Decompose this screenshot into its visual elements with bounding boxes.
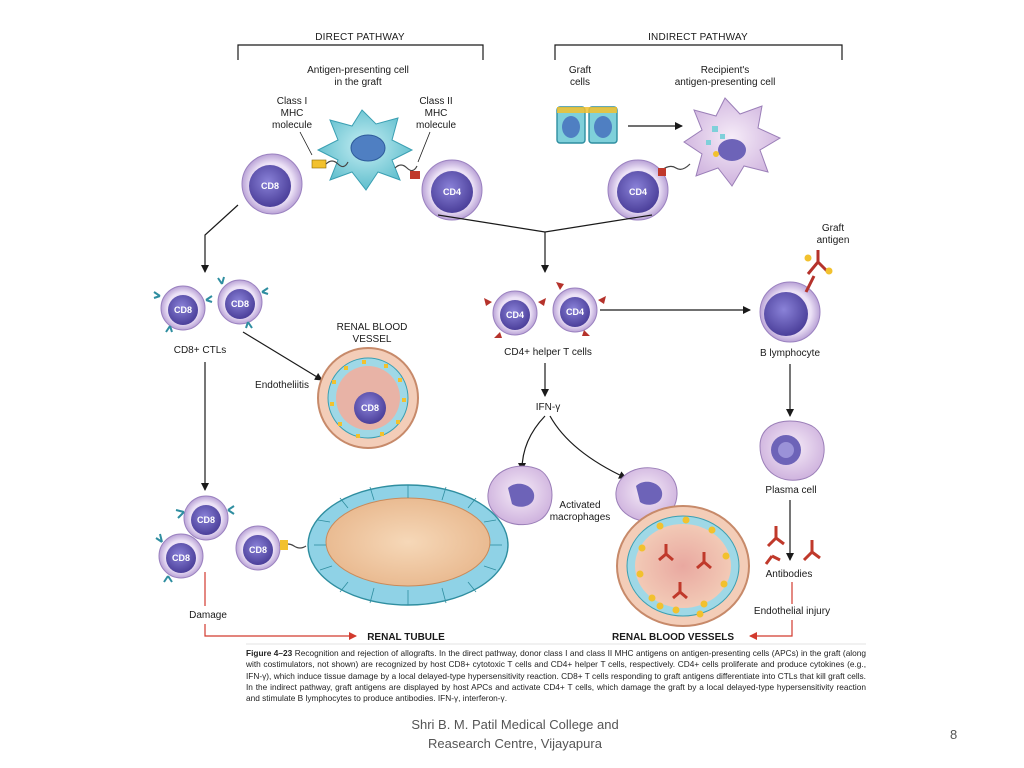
renal-blood-vessel-endotheliitis: CD8	[317, 347, 419, 449]
activated-label-1: Activated	[559, 500, 600, 511]
svg-text:CD8: CD8	[197, 515, 215, 525]
arrow-ifn-to-macrophage-2	[549, 415, 627, 479]
class2-mhc-molecule	[394, 164, 420, 179]
direct-pathway-header: DIRECT PATHWAY	[237, 32, 484, 60]
class1-label-3: molecule	[272, 120, 312, 131]
graft-cells-label-2: cells	[570, 77, 590, 88]
cd4-helper-label: CD4+ helper T cells	[504, 347, 592, 358]
arrow-cd8-to-ctls	[201, 204, 239, 273]
renal-tubule	[307, 484, 509, 606]
class1-label-2: MHC	[281, 108, 304, 119]
graft-antigen-label-2: antigen	[817, 235, 850, 246]
renal-vessels-label: RENAL BLOOD VESSELS	[612, 632, 734, 643]
activated-macrophage-1	[487, 465, 553, 526]
apc-nucleus	[350, 134, 386, 162]
svg-text:CD4: CD4	[443, 187, 461, 197]
ctl-cell-2: CD8	[217, 276, 269, 329]
antibodies	[764, 526, 821, 565]
antibodies-label: Antibodies	[766, 569, 813, 580]
apc-graft-label-2: in the graft	[334, 77, 381, 88]
b-lymphocyte-label: B lymphocyte	[760, 348, 820, 359]
indirect-pathway-label: INDIRECT PATHWAY	[648, 32, 748, 43]
renal-vessel-label-1: RENAL BLOOD	[337, 322, 408, 333]
svg-text:CD8: CD8	[261, 181, 279, 191]
slide-footer: Shri B. M. Patil Medical College and Rea…	[380, 715, 650, 753]
donor-apc-cell	[316, 109, 414, 191]
figure-caption-text: Recognition and rejection of allografts.…	[246, 648, 866, 704]
ctl-cell-1: CD8	[153, 285, 213, 333]
footer-line-2: Reasearch Centre, Vijayapura	[428, 736, 602, 751]
ctl-cell-4: CD8	[155, 533, 204, 583]
endothelial-injury-label: Endothelial injury	[754, 606, 830, 617]
renal-blood-vessel-injury	[616, 505, 750, 627]
svg-text:CD8: CD8	[172, 553, 190, 563]
svg-text:CD8: CD8	[249, 545, 267, 555]
ifn-label: IFN-γ	[536, 402, 560, 413]
apc-graft-label-1: Antigen-presenting cell	[307, 65, 409, 76]
recipient-apc-label-2: antigen-presenting cell	[675, 77, 776, 88]
cd8-t-cell-direct: CD8	[241, 153, 303, 215]
graft-antigen-label-1: Graft	[822, 223, 844, 234]
endotheliitis-label: Endotheliitis	[255, 380, 309, 391]
cd4-helper-cell-2: CD4	[552, 282, 606, 336]
figure-caption: Figure 4–23 Recognition and rejection of…	[246, 648, 866, 704]
footer-line-1: Shri B. M. Patil Medical College and	[411, 717, 619, 732]
svg-text:CD8: CD8	[361, 403, 379, 413]
svg-text:CD8: CD8	[231, 299, 249, 309]
arrow-injury-to-vessels	[749, 620, 793, 640]
cd4-t-cell-direct: CD4	[421, 159, 483, 221]
graft-cells	[556, 106, 618, 144]
class1-label-1: Class I	[277, 96, 308, 107]
direct-pathway-label: DIRECT PATHWAY	[315, 32, 405, 43]
renal-tubule-label: RENAL TUBULE	[367, 632, 445, 643]
arrow-damage-to-tubule	[204, 624, 357, 640]
cd4-t-cell-indirect: CD4	[607, 159, 691, 221]
ctl-cell-5: CD8	[235, 525, 307, 571]
arrow-ctl-to-vessel	[242, 331, 323, 381]
class2-label-2: MHC	[425, 108, 448, 119]
merge-cd4-lines	[437, 214, 653, 233]
svg-text:CD8: CD8	[174, 305, 192, 315]
ctl-cell-3: CD8	[175, 495, 235, 541]
cd4-helper-cell-1: CD4	[484, 290, 546, 338]
figure-number: Figure 4–23	[246, 648, 293, 658]
ctls-label: CD8+ CTLs	[174, 345, 227, 356]
class1-mhc-molecule	[311, 159, 349, 169]
plasma-cell-label: Plasma cell	[765, 485, 816, 496]
b-lymphocyte-cell	[759, 275, 821, 343]
arrow-ifn-to-macrophage-1	[518, 415, 546, 471]
recipient-apc-label-1: Recipient's	[701, 65, 750, 76]
recipient-apc-cell	[683, 97, 782, 187]
activated-label-2: macrophages	[550, 512, 611, 523]
indirect-pathway-header: INDIRECT PATHWAY	[554, 32, 843, 60]
renal-vessel-label-2: VESSEL	[353, 334, 392, 345]
damage-label: Damage	[189, 610, 227, 621]
class2-label-1: Class II	[419, 96, 452, 107]
page-number: 8	[950, 727, 958, 742]
plasma-cell	[759, 420, 825, 481]
graft-antigen	[804, 250, 833, 275]
svg-text:CD4: CD4	[506, 310, 524, 320]
graft-cells-label-1: Graft	[569, 65, 591, 76]
class2-label-3: molecule	[416, 120, 456, 131]
svg-text:CD4: CD4	[566, 307, 584, 317]
svg-text:CD4: CD4	[629, 187, 647, 197]
